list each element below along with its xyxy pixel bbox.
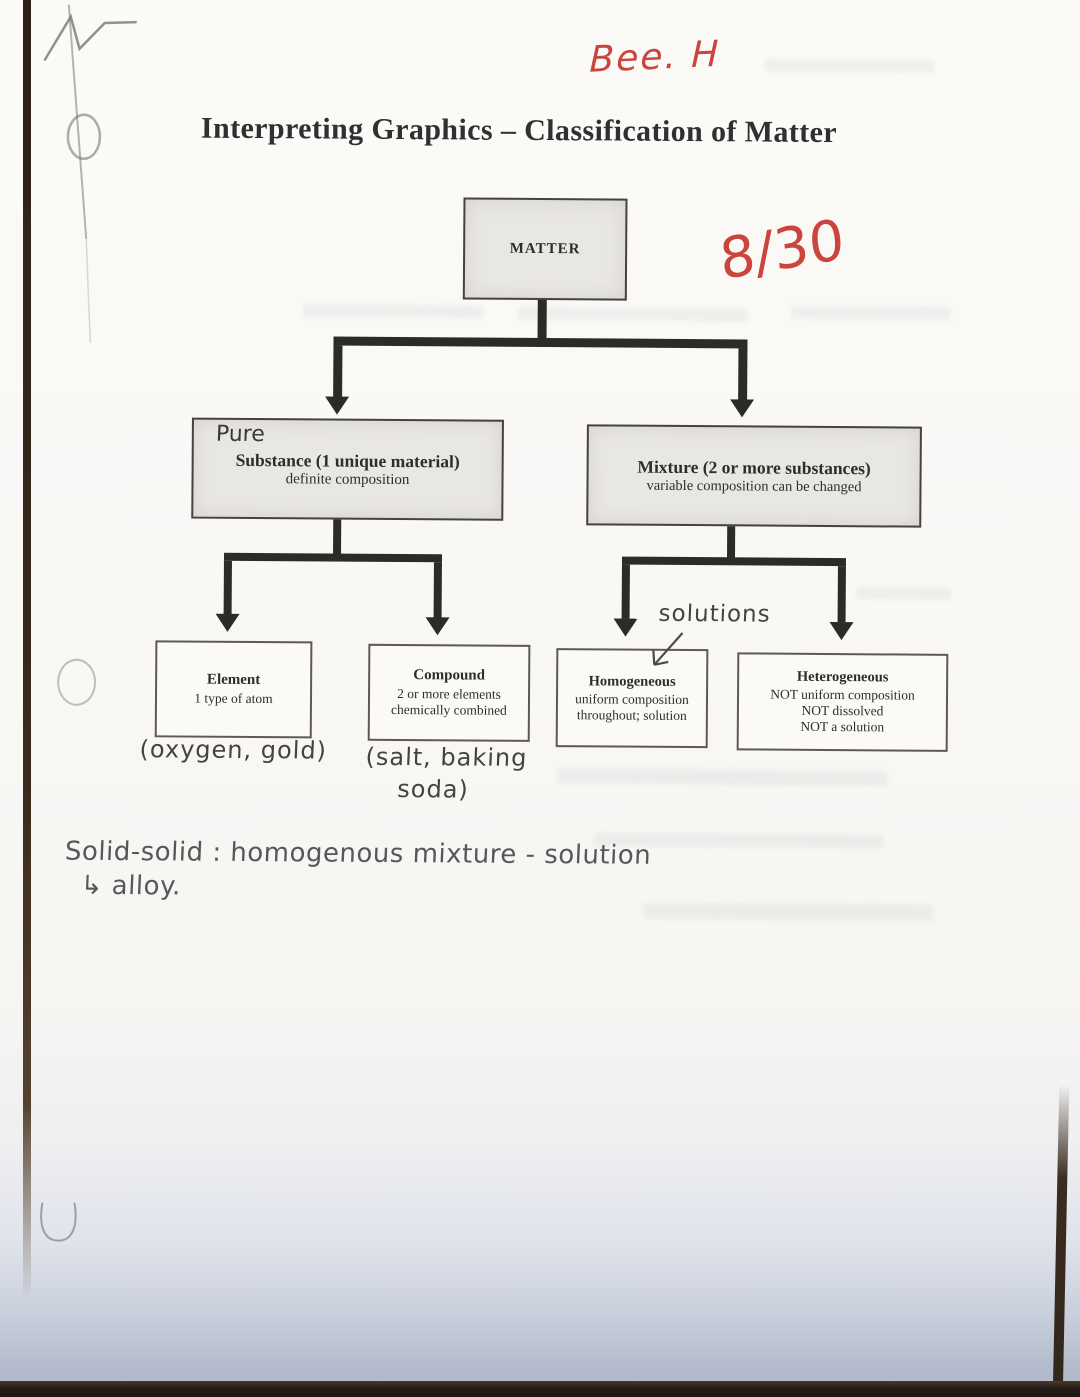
heterogeneous-title: Heterogeneous (796, 668, 889, 686)
connector-heterogeneous-drop (837, 566, 846, 623)
connector-homogeneous-drop (621, 564, 630, 619)
homogeneous-line: uniform composition (575, 690, 689, 707)
compound-line: 2 or more elements (397, 686, 502, 702)
worksheet-title: Interpreting Graphics – Classification o… (200, 111, 838, 150)
connector-mixture-bar (621, 556, 846, 567)
page-edge-shadow (23, 0, 31, 1300)
solutions-arrow-icon (652, 632, 684, 666)
arrowhead-compound (425, 617, 450, 636)
compound-title: Compound (413, 667, 486, 684)
compound-example-annotation-line2: soda) (396, 775, 470, 804)
element-box: Element 1 type of atom (154, 640, 313, 739)
arrowhead-heterogeneous (829, 622, 854, 641)
element-title: Element (206, 671, 261, 689)
connector-compound-drop (433, 562, 442, 620)
heterogeneous-line: NOT dissolved (801, 702, 884, 719)
heterogeneous-line: NOT uniform composition (770, 686, 915, 703)
connector-mixture-drop (738, 348, 748, 402)
pencil-scribble (43, 4, 137, 343)
mixture-subtitle: variable composition can be changed (646, 477, 862, 495)
matter-box: MATTER (462, 197, 628, 301)
element-example-annotation: (oxygen, gold) (139, 735, 328, 765)
connector-root-stem (537, 295, 547, 344)
element-line: 1 type of atom (194, 690, 273, 707)
connector-substance-drop (333, 345, 343, 399)
substance-title: Substance (1 unique material) (235, 449, 460, 471)
pencil-circle-mark (56, 658, 97, 706)
connector-level1-bar (333, 336, 748, 349)
pure-annotation: Pure (215, 421, 266, 448)
student-name-handwriting: Bee. H (589, 33, 721, 81)
solutions-annotation: solutions (658, 600, 772, 628)
arrowhead-homogeneous (613, 618, 638, 637)
connector-element-drop (223, 560, 232, 616)
compound-line: chemically combined (390, 701, 507, 718)
bleed-through-line (764, 58, 935, 73)
heterogeneous-line: NOT a solution (800, 718, 885, 735)
bleed-through-line (643, 902, 934, 921)
pencil-u-mark (40, 1202, 77, 1242)
substance-box: Pure Substance (1 unique material) defin… (191, 417, 504, 521)
alloy-note: ↳ alloy. (80, 870, 182, 902)
mixture-title: Mixture (2 or more substances) (637, 456, 871, 478)
bleed-through-line (517, 306, 748, 322)
arrowhead-element (215, 613, 240, 632)
homogeneous-title: Homogeneous (588, 672, 676, 690)
solid-solid-note: Solid-solid : homogenous mixture - solut… (64, 836, 652, 871)
arrowhead-mixture (729, 399, 755, 418)
desk-edge (0, 1381, 1080, 1397)
heterogeneous-box: Heterogeneous NOT uniform composition NO… (736, 652, 949, 752)
connector-substance-bar (223, 552, 443, 563)
matter-label: MATTER (509, 240, 581, 257)
bleed-through-line (855, 587, 951, 600)
mixture-box: Mixture (2 or more substances) variable … (586, 424, 922, 528)
compound-example-annotation-line1: (salt, baking (365, 742, 529, 772)
bleed-through-line (302, 304, 483, 319)
compound-box: Compound 2 or more elements chemically c… (367, 643, 531, 742)
substance-subtitle: definite composition (285, 470, 410, 488)
homogeneous-line: throughout; solution (576, 706, 687, 723)
bleed-through-line (790, 305, 951, 320)
date-handwriting: 8/30 (716, 207, 848, 294)
bleed-through-line (557, 768, 888, 787)
arrowhead-substance (324, 396, 350, 415)
